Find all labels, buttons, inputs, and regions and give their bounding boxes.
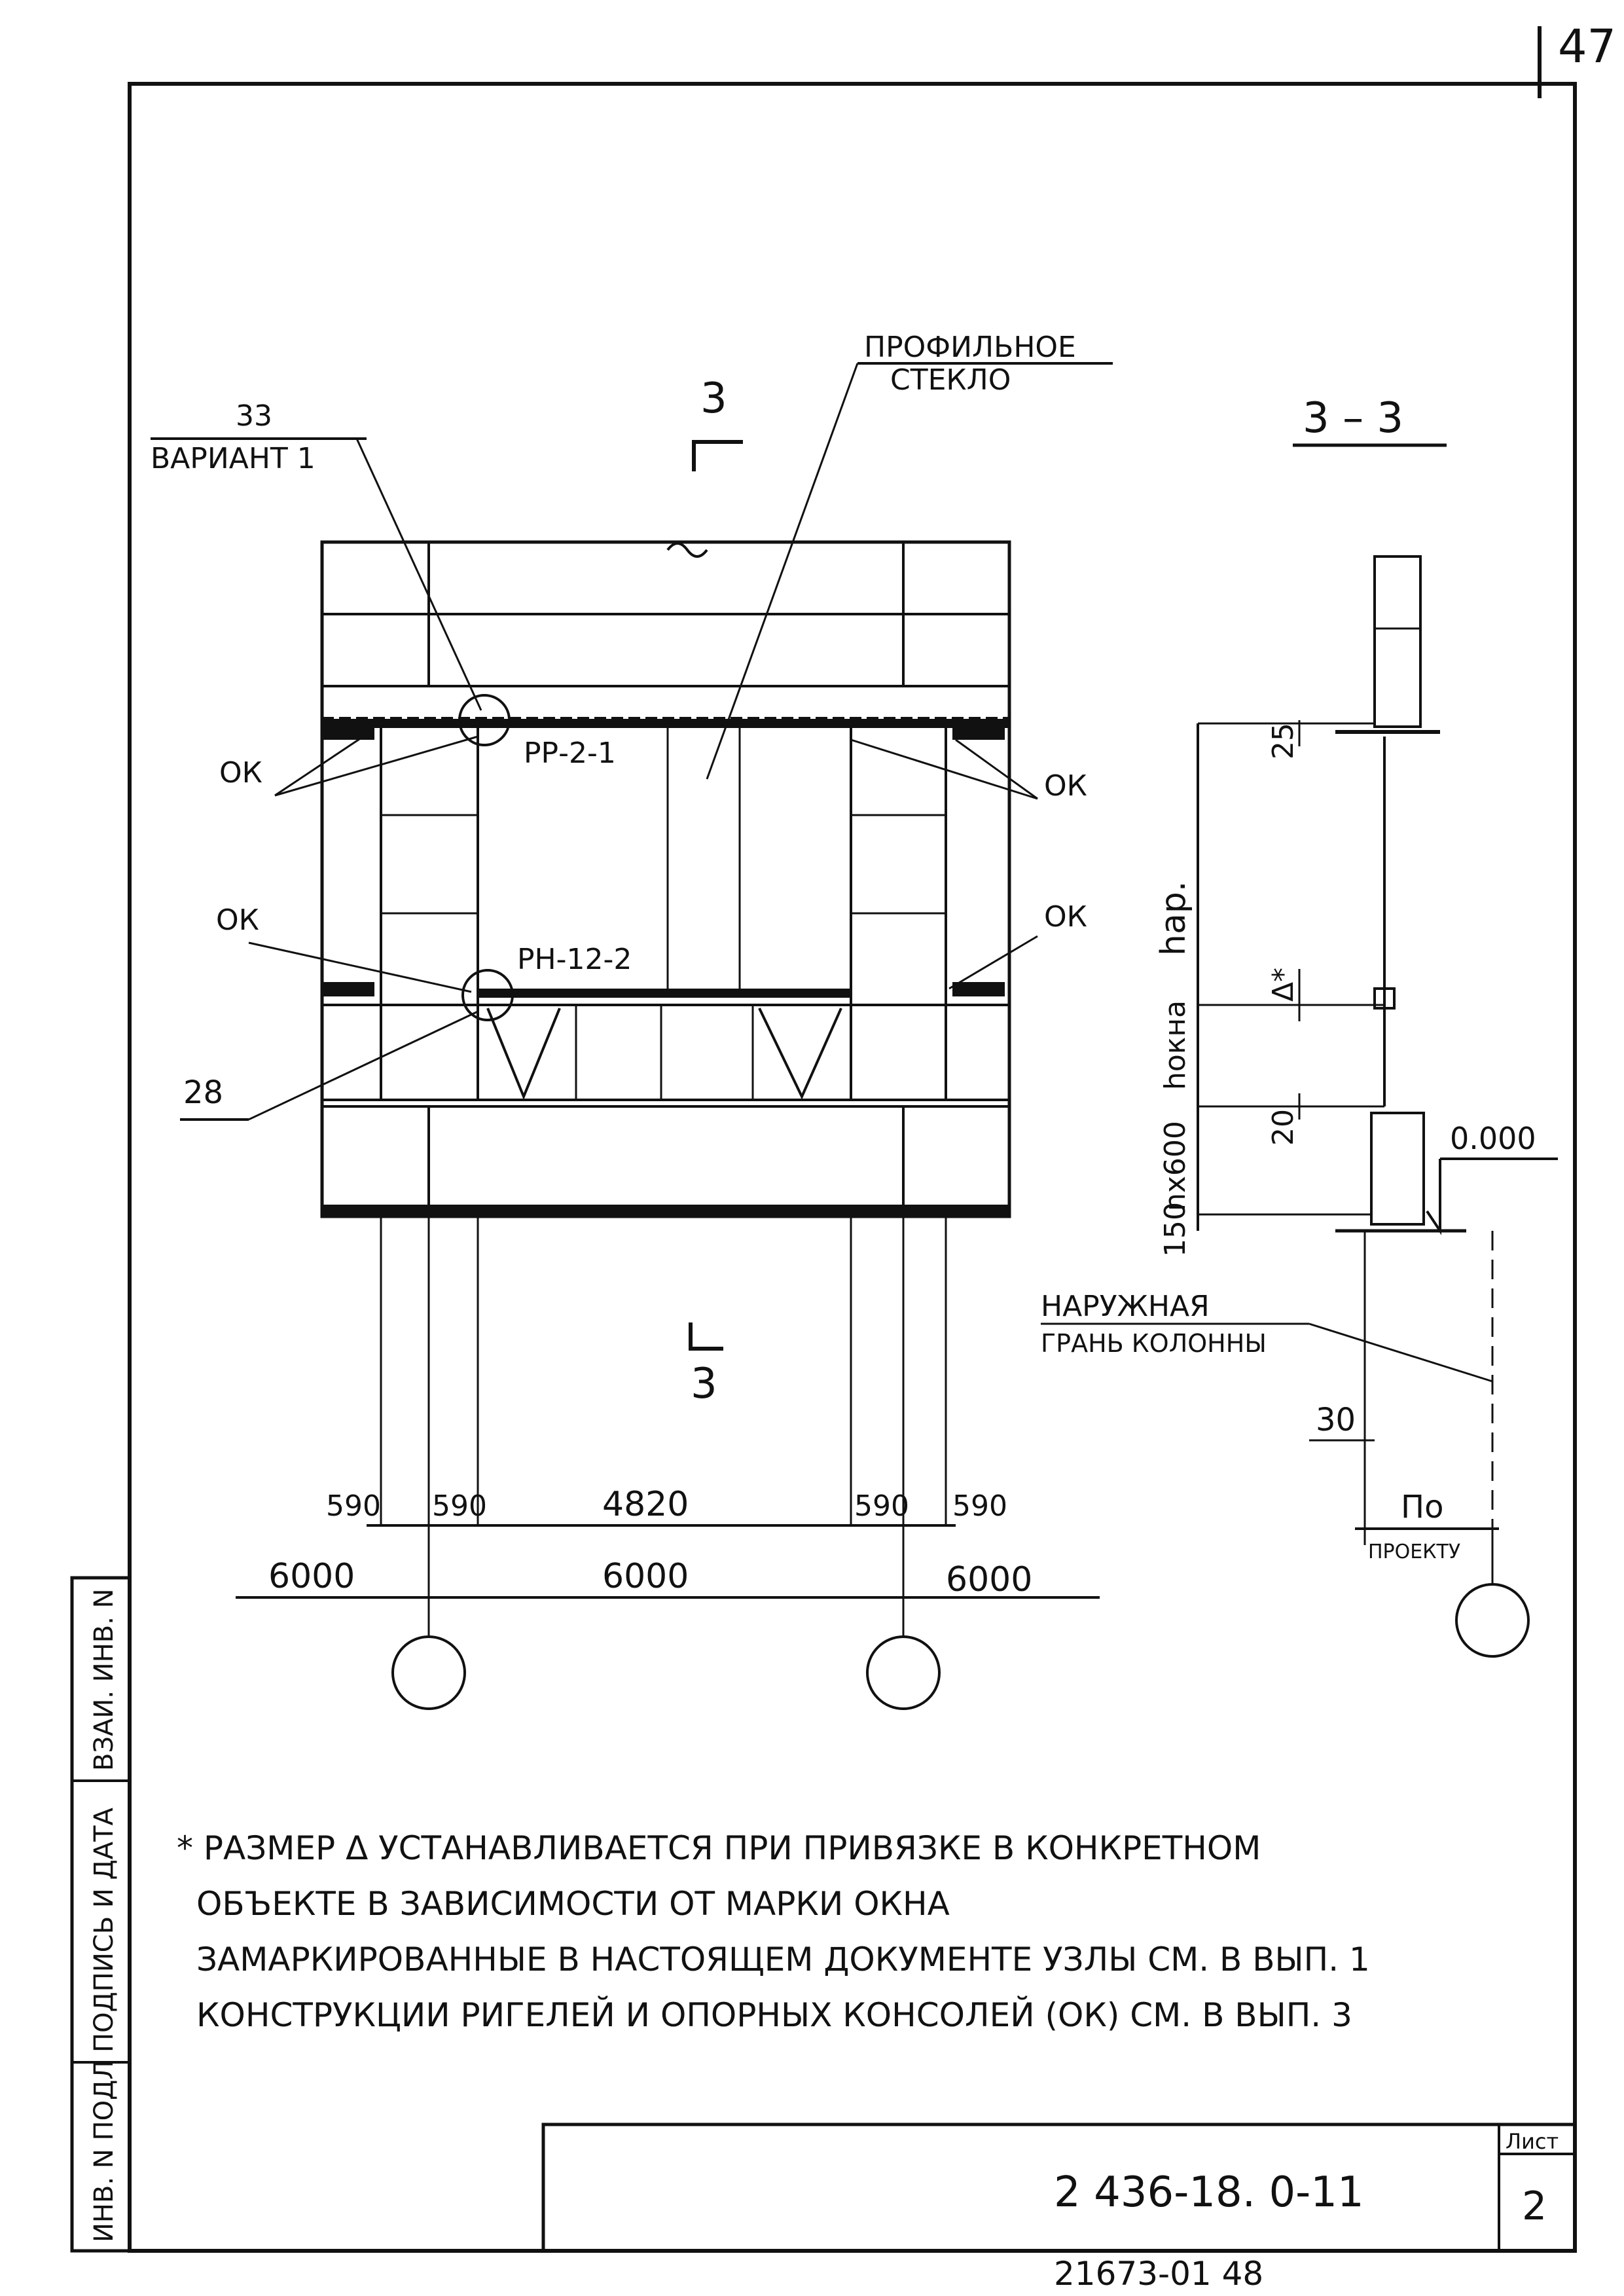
callout-28-label: 28: [183, 1074, 223, 1111]
foundation-band: [322, 1205, 1009, 1216]
brace-right: [758, 1008, 842, 1100]
note-line-2: ОБЪЕКТЕ В ЗАВИСИМОСТИ ОТ МАРКИ ОКНА: [196, 1885, 950, 1923]
dim-590-3: 590: [854, 1489, 909, 1523]
dim-6000-1: 6000: [268, 1557, 355, 1596]
dim-590-2: 590: [432, 1489, 487, 1523]
upper-beam-label: РР-2-1: [524, 737, 616, 770]
break-mark: [666, 542, 708, 558]
lower-beam: [478, 989, 851, 998]
leader-ok: [850, 738, 1038, 800]
section-sill: [1373, 987, 1396, 1010]
outer-face-label-2: ГРАНЬ КОЛОННЫ: [1041, 1329, 1267, 1358]
ok-label-upper-right: ОК: [1044, 769, 1087, 803]
lower-beam-label: РН-12-2: [517, 943, 632, 976]
notes-block: * РАЗМЕР Δ УСТАНАВЛИВАЕТСЯ ПРИ ПРИВЯЗКЕ …: [177, 1829, 1370, 2034]
dim-30: 30: [1316, 1402, 1356, 1438]
level-mark: 0.000: [1450, 1121, 1536, 1156]
by-project-label-1: По: [1401, 1489, 1443, 1525]
console-pad: [322, 982, 374, 996]
bottom-number: 21673-01 48: [1054, 2255, 1263, 2293]
profile-glass-label-2: СТЕКЛО: [890, 363, 1011, 397]
leader-glass: [706, 363, 859, 780]
sheet-label: Лист: [1506, 2129, 1559, 2154]
leader-28: [248, 1010, 478, 1121]
sheet-number: 2: [1522, 2183, 1547, 2229]
section-arrow-bottom: [689, 1322, 723, 1351]
leader-ok: [248, 941, 472, 993]
ok-label-lower-left: ОК: [216, 903, 259, 937]
section-view: 3 – 3 25 hар. Δ* hокна 20 nx600 150 0.00…: [1041, 394, 1558, 1658]
callout-circle-28: [461, 969, 514, 1021]
callout-33-label: 33: [236, 399, 272, 433]
note-line-4: КОНСТРУКЦИИ РИГЕЛЕЙ И ОПОРНЫХ КОНСОЛЕЙ (…: [196, 1995, 1352, 2034]
dim-590-4: 590: [952, 1489, 1007, 1523]
variant-label: ВАРИАНТ 1: [151, 442, 316, 475]
axis-bubble-section: [1455, 1583, 1530, 1658]
leader-ok: [948, 935, 1038, 990]
by-project-label-2: ПРОЕКТУ: [1368, 1540, 1460, 1563]
stamp-signature-date: ПОДПИСЬ И ДАТА: [89, 1807, 119, 2052]
dim-delta: Δ*: [1267, 968, 1300, 1002]
section-title: 3 – 3: [1303, 394, 1403, 443]
leader-ok: [274, 735, 364, 797]
console-pad: [952, 982, 1005, 996]
profile-glass-label-1: ПРОФИЛЬНОЕ: [864, 331, 1076, 364]
dim-25: 25: [1267, 723, 1300, 759]
doc-code: 2 436-18. 0-11: [1054, 2168, 1364, 2217]
stamp-inv-podl: ИНВ. N ПОДЛ: [89, 2060, 119, 2242]
console-pad: [952, 725, 1005, 740]
dim-6000-2: 6000: [602, 1557, 689, 1596]
ok-label-upper-left: ОК: [219, 756, 262, 790]
side-stamp: ВЗАИ. ИНВ. N ПОДПИСЬ И ДАТА ИНВ. N ПОДЛ: [70, 1576, 132, 2253]
stamp-inv-vzam: ВЗАИ. ИНВ. N: [89, 1588, 119, 1771]
ok-label-lower-right: ОК: [1044, 900, 1087, 934]
dim-n600: nx600: [1159, 1121, 1192, 1211]
section-mark-bottom: 3: [691, 1360, 717, 1408]
title-block-frame: [541, 2123, 1577, 2253]
dim-20: 20: [1267, 1109, 1300, 1146]
section-arrow-top: [692, 440, 743, 471]
note-line-1: * РАЗМЕР Δ УСТАНАВЛИВАЕТСЯ ПРИ ПРИВЯЗКЕ …: [177, 1829, 1261, 1867]
dim-h-okna: hокна: [1159, 1000, 1192, 1090]
wall-outline: [320, 540, 1011, 1218]
section-wall-bottom: [1370, 1112, 1425, 1226]
side-stamp-frame: [70, 1576, 132, 2253]
leader-33: [355, 438, 482, 711]
axis-bubble-left: [391, 1635, 466, 1710]
console-pad: [322, 725, 374, 740]
outer-face-label-1: НАРУЖНАЯ: [1041, 1290, 1210, 1323]
dim-h-nar: hар.: [1154, 881, 1193, 956]
elevation-view: 3 3 33 ВАРИАНТ 1 ПРОФИЛЬНОЕ СТЕКЛО РР-2-…: [151, 331, 1113, 1710]
level-arrow: [1426, 1159, 1441, 1235]
section-mark-top: 3: [700, 374, 727, 423]
dim-150: 150: [1159, 1202, 1192, 1257]
leader-ok: [955, 738, 1038, 800]
section-wall-top: [1373, 555, 1422, 728]
callout-circle-33: [458, 694, 511, 746]
leader-outer-face: [1308, 1322, 1493, 1383]
dim-590-1: 590: [326, 1489, 381, 1523]
note-line-3: ЗАМАРКИРОВАННЫЕ В НАСТОЯЩЕМ ДОКУМЕНТЕ УЗ…: [196, 1941, 1370, 1978]
axis-bubble-right: [866, 1635, 941, 1710]
page-number-top: 47: [1558, 20, 1616, 73]
brace-left: [486, 1008, 561, 1101]
dim-6000-3: 6000: [946, 1560, 1032, 1599]
title-block: 2 436-18. 0-11 Лист 2: [541, 2123, 1577, 2253]
upper-beam: [322, 719, 1009, 728]
dim-4820: 4820: [602, 1485, 689, 1524]
leader-ok: [274, 735, 478, 797]
